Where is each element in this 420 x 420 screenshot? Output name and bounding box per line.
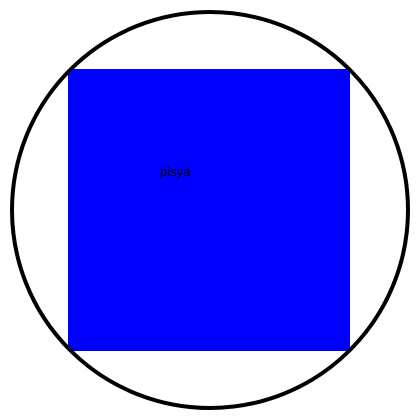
square-label: pisya bbox=[160, 164, 191, 179]
circumscribed-circle bbox=[10, 10, 410, 410]
inscribed-square bbox=[68, 69, 350, 351]
